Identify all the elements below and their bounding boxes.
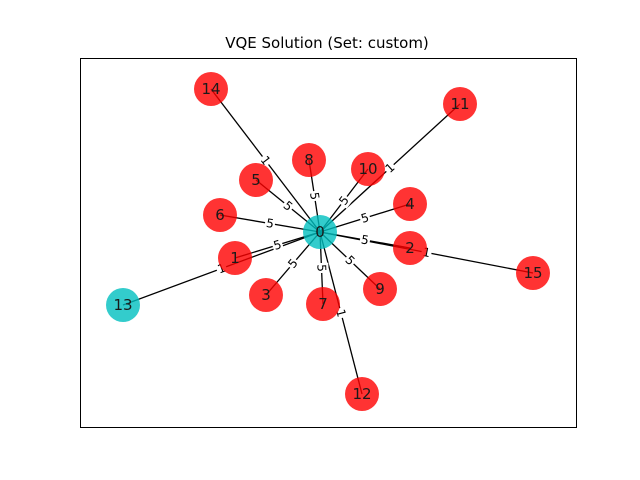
edge-weight-text: 5 bbox=[265, 216, 275, 231]
node-label: 4 bbox=[405, 195, 415, 213]
edge-weight-text: 5 bbox=[307, 191, 322, 201]
node-circle bbox=[303, 215, 337, 249]
node-circle bbox=[351, 152, 385, 186]
node-2: 2 bbox=[393, 231, 427, 265]
node-label: 9 bbox=[375, 280, 385, 298]
node-15: 15 bbox=[516, 256, 550, 290]
edge-label-background bbox=[284, 255, 302, 272]
edge-weight-label: 5 bbox=[270, 236, 285, 254]
node-14: 14 bbox=[194, 72, 228, 106]
node-circle bbox=[443, 87, 477, 121]
edge-weight-text: 5 bbox=[360, 232, 370, 247]
node-circle bbox=[249, 278, 283, 312]
edge-weight-label: 5 bbox=[358, 232, 372, 248]
edge-label-background bbox=[358, 209, 372, 227]
node-circle bbox=[393, 187, 427, 221]
node-1: 1 bbox=[218, 241, 252, 275]
edge-label-background bbox=[335, 192, 353, 209]
node-label: 10 bbox=[358, 160, 377, 178]
edge-label-background bbox=[270, 236, 285, 254]
edge-weight-label: 5 bbox=[358, 209, 372, 227]
edge-label-background bbox=[279, 197, 297, 215]
node-label: 12 bbox=[352, 385, 371, 403]
node-11: 11 bbox=[443, 87, 477, 121]
node-label: 13 bbox=[113, 296, 132, 314]
node-4: 4 bbox=[393, 187, 427, 221]
node-label: 5 bbox=[251, 171, 261, 189]
node-circle bbox=[345, 377, 379, 411]
node-label: 3 bbox=[261, 286, 271, 304]
edge-weight-text: 1 bbox=[421, 245, 431, 260]
node-label: 2 bbox=[405, 239, 415, 257]
figure-title: VQE Solution (Set: custom) bbox=[225, 34, 429, 52]
node-circle bbox=[363, 272, 397, 306]
edge-weight-text: 5 bbox=[359, 210, 370, 226]
edge-label-background bbox=[358, 232, 372, 248]
node-13: 13 bbox=[106, 288, 140, 322]
node-label: 1 bbox=[230, 249, 240, 267]
node-circle bbox=[306, 287, 340, 321]
edge-label-background bbox=[341, 251, 359, 270]
node-3: 3 bbox=[249, 278, 283, 312]
edge-weight-text: 1 bbox=[333, 308, 348, 319]
node-circle bbox=[106, 288, 140, 322]
node-label: 14 bbox=[201, 80, 220, 98]
edge-weight-text: 5 bbox=[314, 264, 328, 272]
node-label: 6 bbox=[215, 206, 225, 224]
node-6: 6 bbox=[203, 198, 237, 232]
edge-label-background bbox=[381, 159, 399, 177]
node-8: 8 bbox=[292, 143, 326, 177]
node-circle bbox=[239, 163, 273, 197]
node-label: 15 bbox=[523, 264, 542, 282]
node-0: 0 bbox=[303, 215, 337, 249]
node-5: 5 bbox=[239, 163, 273, 197]
edge-label-background bbox=[306, 190, 323, 202]
node-circle bbox=[218, 241, 252, 275]
node-9: 9 bbox=[363, 272, 397, 306]
node-circle bbox=[292, 143, 326, 177]
edge-label-background bbox=[263, 215, 277, 232]
edge-weight-label: 5 bbox=[306, 190, 323, 202]
edge-weight-label: 5 bbox=[263, 215, 277, 232]
node-12: 12 bbox=[345, 377, 379, 411]
node-10: 10 bbox=[351, 152, 385, 186]
edge-weight-label: 5 bbox=[314, 262, 329, 274]
node-circle bbox=[393, 231, 427, 265]
node-label: 7 bbox=[318, 295, 328, 313]
node-7: 7 bbox=[306, 287, 340, 321]
node-circle bbox=[194, 72, 228, 106]
edge-label-background bbox=[314, 262, 329, 274]
node-label: 0 bbox=[315, 223, 325, 241]
node-label: 8 bbox=[304, 151, 314, 169]
node-circle bbox=[203, 198, 237, 232]
node-label: 11 bbox=[450, 95, 469, 113]
edge-weight-text: 5 bbox=[272, 237, 283, 253]
node-circle bbox=[516, 256, 550, 290]
